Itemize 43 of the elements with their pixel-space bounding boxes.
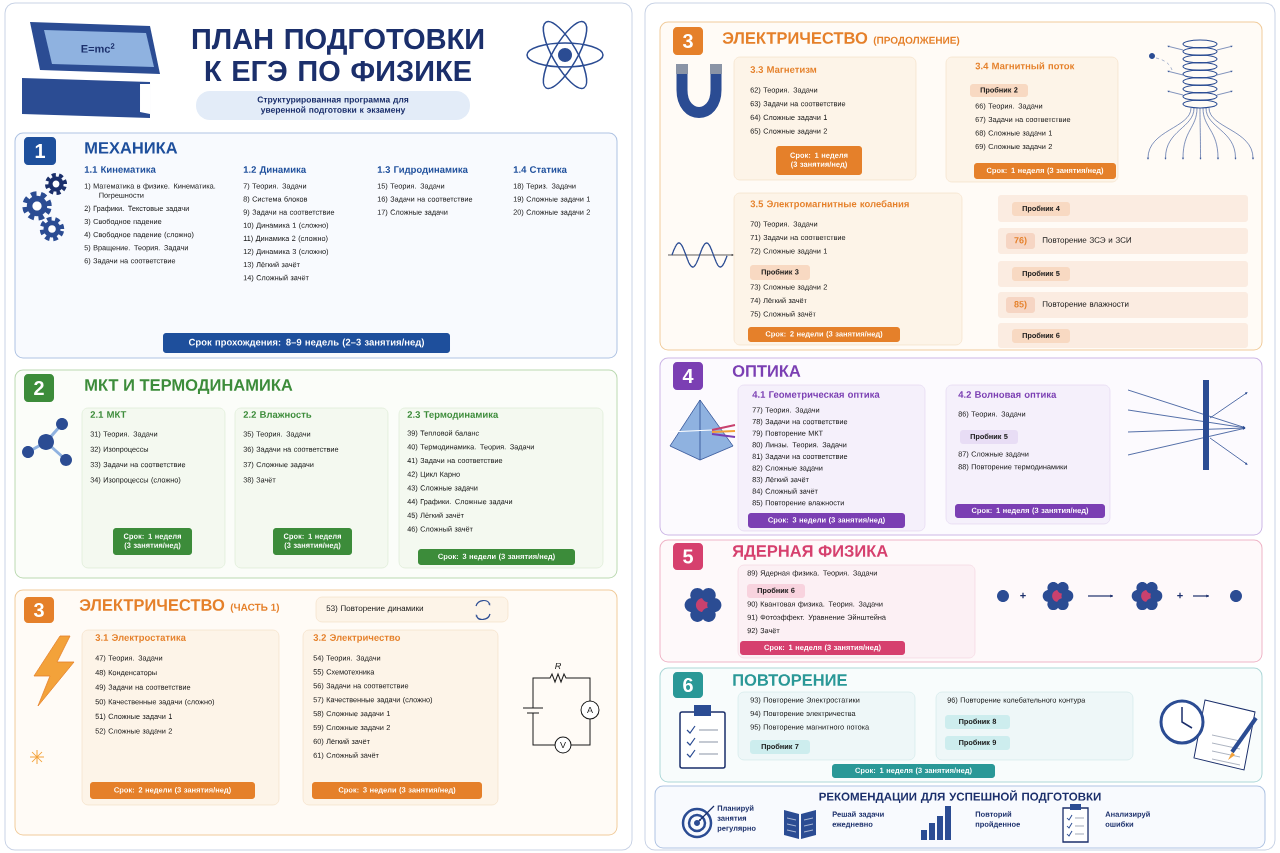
number-tag: 85): [1006, 297, 1035, 313]
topic-heading: 1.2 Динамика: [243, 166, 307, 175]
duration-badge: Срок прохождения: 8–9 недель (2–3 занятия/нед): [163, 333, 450, 353]
title: ПЛАН ПОДГОТОВКИ К ЕГЭ ПО ФИЗИКЕ: [192, 28, 484, 82]
topic-heading: 2.1 МКТ: [90, 411, 127, 418]
section-heading: ПОВТОРЕНИЕ: [733, 674, 847, 686]
topic-heading: 1.4 Статика: [513, 166, 567, 173]
topic-heading: 3.2 Электричество: [313, 634, 401, 643]
plus-sign: +: [1020, 592, 1026, 599]
topic-heading: 1.3 Гидродинамика: [377, 166, 468, 175]
circuit-label: V: [560, 741, 566, 749]
topic-heading: 2.2 Влажность: [243, 411, 312, 418]
subtitle-pill: Структурированная программа для уверенной подготовки к экзамену: [196, 91, 470, 120]
section-heading: ЯДЕРНАЯ ФИЗИКА: [732, 545, 888, 560]
topic-heading: 1.1 Кинематика: [84, 166, 156, 173]
formula-text: E=mc$^{2}$: [81, 43, 115, 53]
number-badge: 1: [24, 137, 56, 165]
section-heading: ОПТИКА: [732, 365, 801, 377]
number-tag: 76): [1006, 233, 1035, 249]
number-badge: 3: [24, 597, 54, 623]
review-row: 53) Повторение динамики: [315, 596, 509, 623]
number-badge: 5: [673, 543, 703, 570]
heading-note: (ПРОДОЛЖЕНИЕ): [873, 36, 960, 46]
section-heading: ЭЛЕКТРИЧЕСТВО: [79, 599, 225, 611]
section-heading: МКТ И ТЕРМОДИНАМИКА: [85, 379, 293, 394]
topic-heading: 3.1 Электростатика: [95, 634, 186, 643]
number-badge: 2: [24, 374, 54, 402]
section-heading: МЕХАНИКА: [85, 142, 178, 154]
number-badge: 4: [673, 362, 703, 390]
heading-note: (ЧАСТЬ 1): [230, 603, 280, 613]
number-badge: 3: [673, 27, 703, 55]
section-heading: РЕКОМЕНДАЦИИ ДЛЯ УСПЕШНОЙ ПОДГОТОВКИ: [819, 790, 1101, 803]
circuit-label: A: [587, 706, 593, 714]
topic-heading: 4.2 Волновая оптика: [958, 391, 1057, 398]
section-heading: ЭЛЕКТРИЧЕСТВО: [722, 32, 868, 44]
topic-heading: 2.3 Термодинамика: [407, 411, 499, 420]
topic-heading: 3.3 Магнетизм: [750, 66, 817, 73]
topic-heading: 3.4 Магнитный поток: [975, 62, 1075, 70]
topic-heading: 4.1 Геометрическая оптика: [752, 391, 880, 400]
circuit-label: R: [555, 662, 561, 670]
number-badge: 6: [673, 672, 703, 698]
plus-sign: +: [1177, 592, 1183, 599]
topic-heading: 3.5 Электромагнитные колебания: [750, 200, 909, 210]
